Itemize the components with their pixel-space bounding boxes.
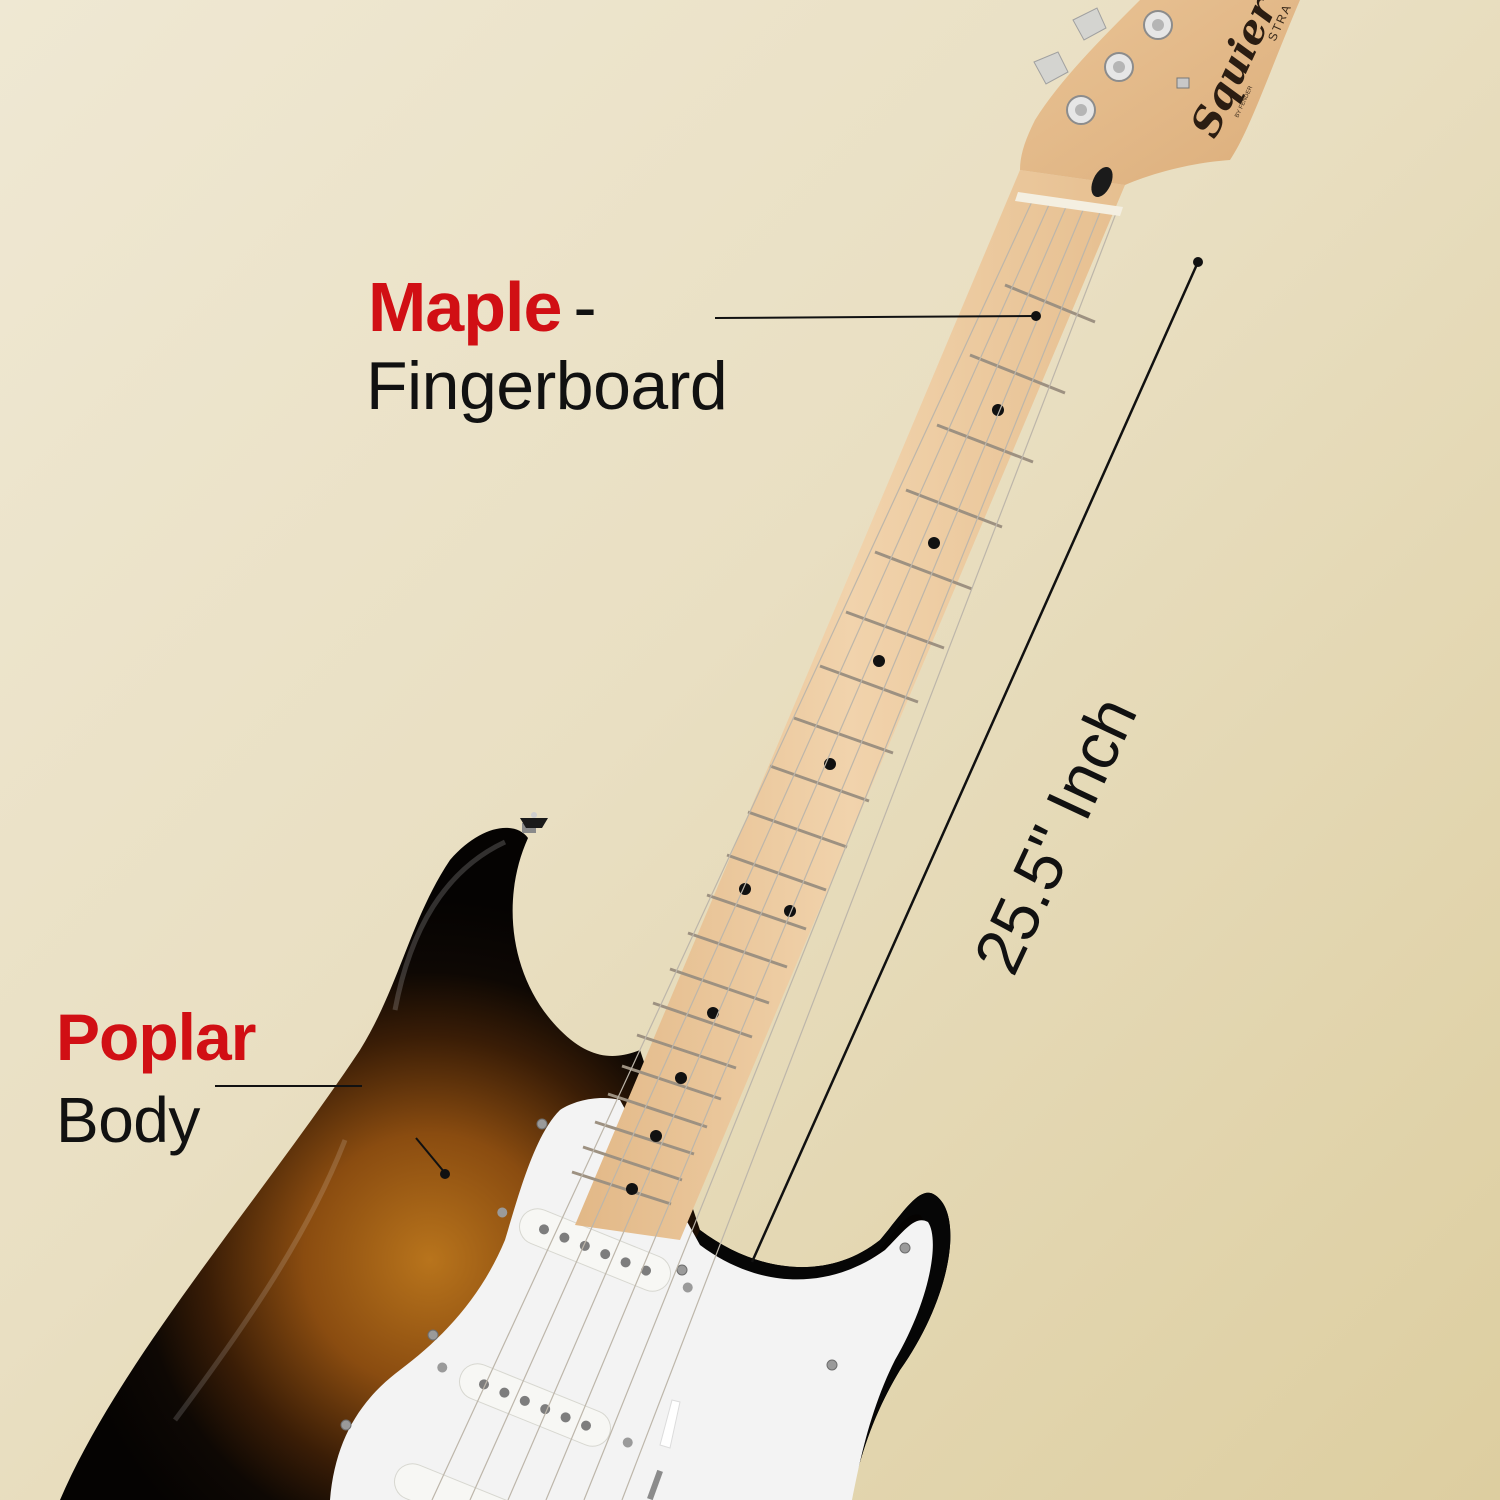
body-callout [215,1085,450,1179]
body-part-label: Body [56,1084,200,1156]
string-tree-icon [1176,77,1190,89]
neck [431,170,1125,1500]
maple-text: Maple [368,268,562,346]
body-material-label: Poplar [56,1000,256,1074]
strings [431,194,1119,1500]
bridge-pickup [394,1463,546,1500]
fingerboard-material-label: Maple- [368,272,597,342]
fingerboard-part-label: Fingerboard [366,348,728,424]
selector-switch-icon [647,1399,681,1500]
strap-button-icon [520,812,548,833]
truss-rod-icon [1091,167,1113,197]
separator-text: - [573,268,596,346]
fret-markers [626,404,1004,1195]
fingerboard-callout [714,311,1041,321]
headstock: Squier BY FENDER STRA [1020,0,1300,197]
frets [571,283,1096,1206]
tuner-icon [1033,7,1173,125]
scale-length-line [750,257,1203,1263]
